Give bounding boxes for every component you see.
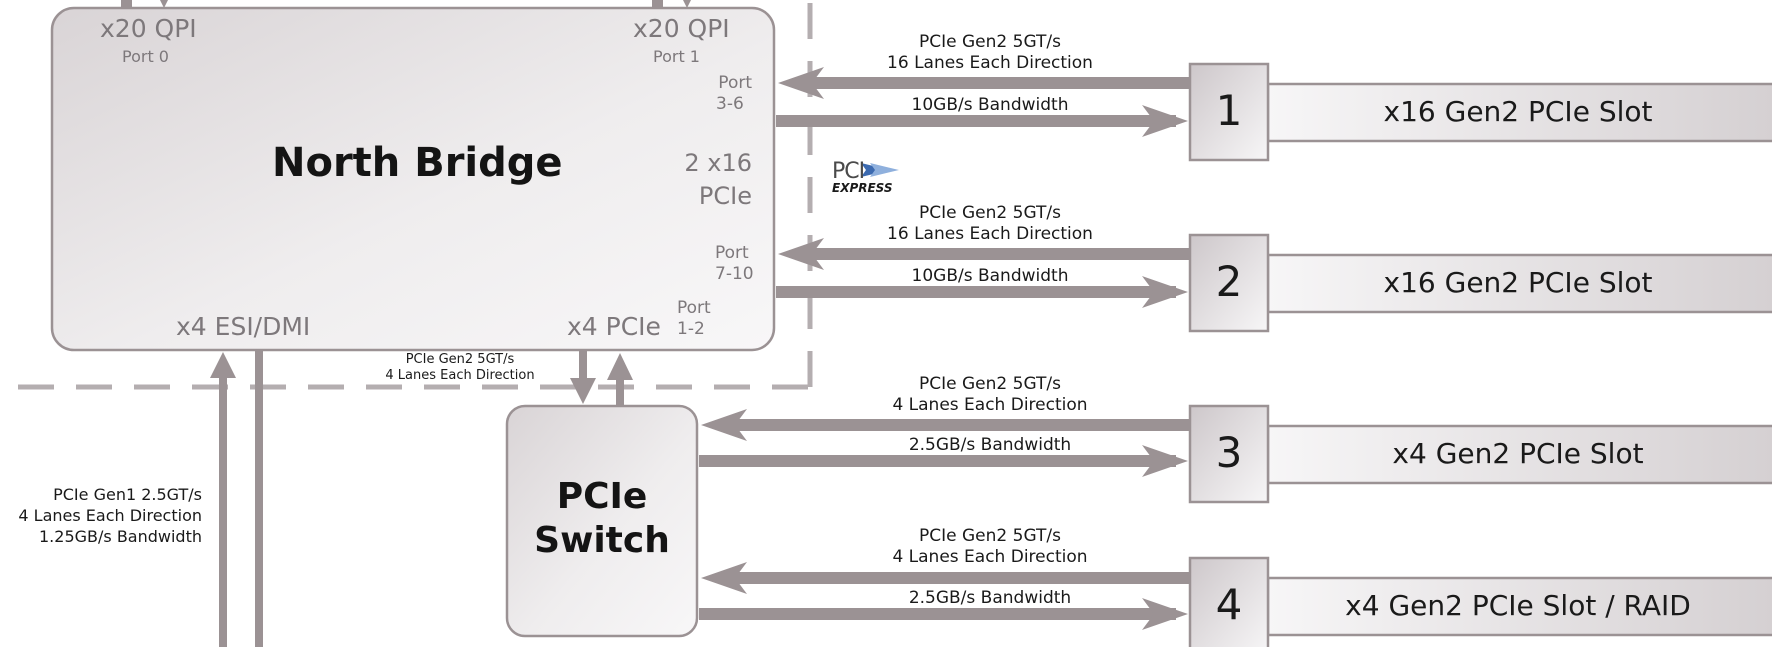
qpi-port0-connector xyxy=(121,0,168,9)
link-outbound-arrow xyxy=(776,105,1188,137)
link-inbound-arrow xyxy=(778,238,1190,270)
esi-link-label: PCIe Gen1 2.5GT/s 4 Lanes Each Direction… xyxy=(0,484,202,547)
link-bandwidth: 10GB/s Bandwidth xyxy=(911,95,1069,115)
slot-number: 1 xyxy=(1215,86,1243,135)
link-speed: PCIe Gen2 5GT/s xyxy=(919,32,1061,52)
pcie-switch-title-line1: PCIe xyxy=(556,476,648,517)
pcie-switch-box xyxy=(505,404,699,638)
qpi-port0-label: x20 QPI xyxy=(100,14,197,43)
slot-number-box xyxy=(1188,233,1270,333)
slot-number: 4 xyxy=(1215,580,1243,629)
pcie-2x16-line1: 2 x16 xyxy=(684,149,752,177)
link-bandwidth: 10GB/s Bandwidth xyxy=(911,266,1069,286)
slot-number-box xyxy=(1188,556,1270,647)
esi-dmi-connector xyxy=(210,350,263,647)
pcie-2x16-label: 2 x16 PCIe xyxy=(672,147,752,213)
esi-link-line1: PCIe Gen1 2.5GT/s xyxy=(53,485,202,504)
pcie-2x16-line2: PCIe xyxy=(698,182,752,210)
link-lanes: 16 Lanes Each Direction xyxy=(887,224,1093,244)
link-outbound-arrow xyxy=(776,276,1188,308)
slot-label: x4 Gen2 PCIe Slot xyxy=(1392,437,1644,470)
switch-uplink-line1: PCIe Gen2 5GT/s xyxy=(405,352,515,367)
qpi-port0-sublabel: Port 0 xyxy=(122,47,169,66)
esi-dmi-label: x4 ESI/DMI xyxy=(176,312,311,341)
link-inbound-arrow xyxy=(701,562,1190,594)
port-3-6-label: Port 3-6 xyxy=(700,73,752,115)
slot-label: x16 Gen2 PCIe Slot xyxy=(1383,266,1653,299)
qpi-port1-connector xyxy=(652,0,691,9)
pci-express-logo-subtext: EXPRESS xyxy=(832,181,893,195)
north-bridge-box xyxy=(50,6,776,352)
link-speed: PCIe Gen2 5GT/s xyxy=(919,374,1061,394)
pci-express-chevron-icon xyxy=(861,163,899,177)
slot-bar xyxy=(1266,82,1772,143)
qpi-port1-label: x20 QPI xyxy=(633,14,730,43)
port-7-10-label: Port 7-10 xyxy=(715,243,754,285)
link-outbound-arrow xyxy=(699,445,1188,477)
qpi-port1-sublabel: Port 1 xyxy=(653,47,700,66)
north-bridge-title: North Bridge xyxy=(272,140,563,186)
switch-uplink-line2: 4 Lanes Each Direction xyxy=(385,368,535,383)
link-lanes: 4 Lanes Each Direction xyxy=(892,547,1088,567)
esi-link-line2: 4 Lanes Each Direction xyxy=(18,506,202,525)
port-1-2-label: Port 1-2 xyxy=(677,298,711,340)
pci-express-logo-text: PCI xyxy=(832,159,865,184)
link-speed: PCIe Gen2 5GT/s xyxy=(919,203,1061,223)
pcie-switch-title-line2: Switch xyxy=(534,520,670,561)
port-3-6-line1: Port xyxy=(718,73,752,93)
slot-label: x4 Gen2 PCIe Slot / RAID xyxy=(1345,589,1691,622)
link-bandwidth: 2.5GB/s Bandwidth xyxy=(908,588,1072,608)
dashed-boundary xyxy=(18,0,813,390)
link-inbound-arrow xyxy=(701,409,1190,441)
link-outbound-arrow xyxy=(699,598,1188,630)
port-7-10-line1: Port xyxy=(715,243,749,263)
slot-number: 2 xyxy=(1215,257,1243,306)
port-1-2-line2: 1-2 xyxy=(677,319,705,339)
port-7-10-line2: 7-10 xyxy=(715,264,754,284)
switch-uplink-label: PCIe Gen2 5GT/s 4 Lanes Each Direction xyxy=(375,352,545,384)
slot-number-box xyxy=(1188,62,1270,162)
pcie-switch-title: PCIe Switch xyxy=(507,475,697,563)
link-lanes: 4 Lanes Each Direction xyxy=(892,395,1088,415)
slot-bar xyxy=(1266,424,1772,485)
slot-bar xyxy=(1266,253,1772,314)
port-1-2-line1: Port xyxy=(677,298,711,318)
port-3-6-line2: 3-6 xyxy=(716,94,744,114)
esi-link-line3: 1.25GB/s Bandwidth xyxy=(39,527,202,546)
link-bandwidth: 2.5GB/s Bandwidth xyxy=(908,435,1072,455)
slot-number: 3 xyxy=(1215,428,1243,477)
link-speed: PCIe Gen2 5GT/s xyxy=(919,526,1061,546)
slot-label: x16 Gen2 PCIe Slot xyxy=(1383,95,1653,128)
slot-number-box xyxy=(1188,404,1270,504)
link-lanes: 16 Lanes Each Direction xyxy=(887,53,1093,73)
switch-uplink-connector xyxy=(570,350,633,407)
x4-pcie-label: x4 PCIe xyxy=(567,312,661,341)
link-inbound-arrow xyxy=(778,67,1190,99)
